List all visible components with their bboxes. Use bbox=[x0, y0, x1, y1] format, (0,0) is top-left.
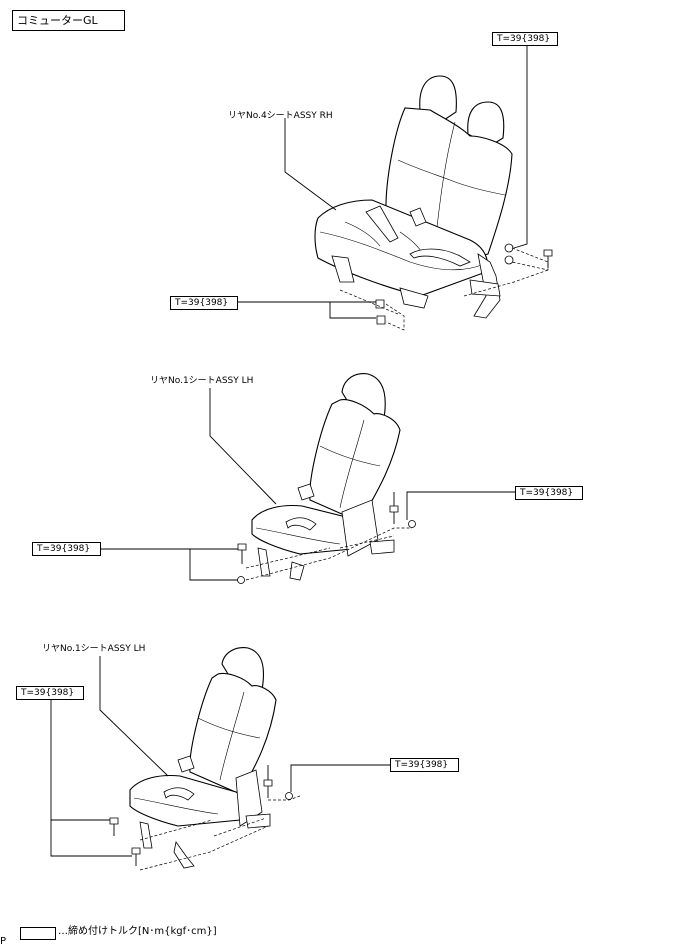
footer-mark: P bbox=[0, 936, 7, 947]
torque-label-middle-left: T=39{398} bbox=[32, 542, 101, 556]
rear-no1-seat-drawing-bottom bbox=[109, 647, 301, 871]
torque-label-top-left: T=39{398} bbox=[170, 296, 238, 310]
torque-label-top-right: T=39{398} bbox=[492, 32, 558, 46]
seat-label-rear-no4-rh: リヤNo.4シートASSY RH bbox=[228, 111, 333, 121]
legend-text: …締め付けトルク[N･m{kgf･cm}] bbox=[58, 926, 217, 937]
legend-box-swatch bbox=[20, 927, 56, 940]
torque-label-middle-right: T=39{398} bbox=[515, 486, 583, 500]
rear-no4-seat-drawing bbox=[314, 75, 553, 331]
page-title: コミューターGL bbox=[12, 10, 125, 31]
seat-label-rear-no1-lh-bottom: リヤNo.1シートASSY LH bbox=[42, 644, 146, 654]
seat-label-rear-no1-lh-middle: リヤNo.1シートASSY LH bbox=[150, 376, 254, 386]
torque-label-bottom-right: T=39{398} bbox=[390, 758, 459, 772]
torque-label-bottom-left: T=39{398} bbox=[16, 686, 84, 700]
rear-no1-seat-drawing-middle bbox=[237, 373, 416, 584]
